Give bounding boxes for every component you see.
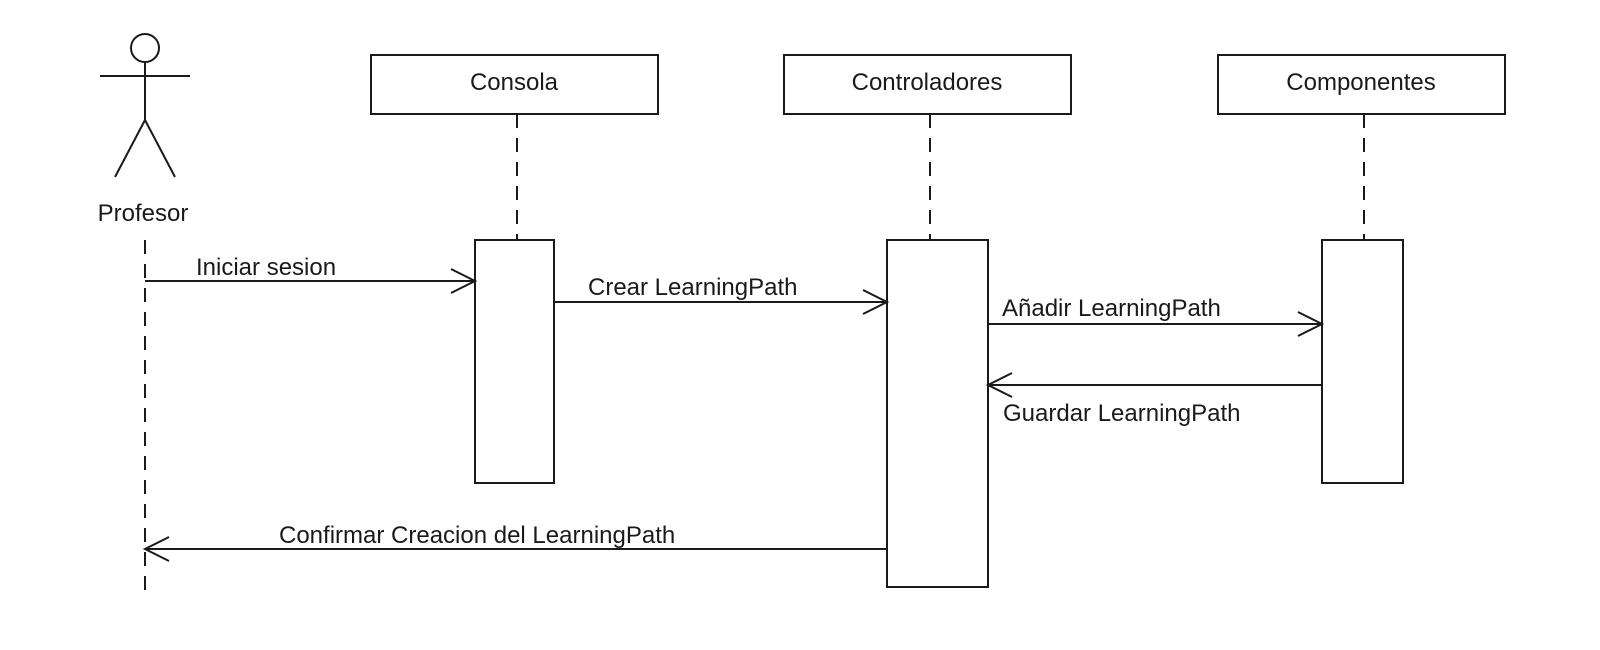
actor-label: Profesor xyxy=(98,200,189,227)
participant-label: Controladores xyxy=(852,69,1003,96)
actor-profesor: Profesor xyxy=(98,33,190,600)
activation-bar-componentes xyxy=(1321,239,1404,484)
message-label: Crear LearningPath xyxy=(588,274,797,301)
stick-figure-icon xyxy=(100,33,190,178)
participant-box xyxy=(783,54,1072,115)
arrowhead-left-icon xyxy=(985,372,1013,398)
message-label: Guardar LearningPath xyxy=(1003,400,1241,427)
activation-bar-controladores xyxy=(886,239,989,588)
participant-consola: Consola xyxy=(370,54,659,484)
message-label: Iniciar sesion xyxy=(196,254,336,281)
message-label: Confirmar Creacion del LearningPath xyxy=(279,522,675,549)
message-confirmar-creacion: Confirmar Creacion del LearningPath xyxy=(142,522,887,562)
arrowhead-right-icon xyxy=(450,268,478,294)
message-iniciar-sesion: Iniciar sesion xyxy=(145,254,478,294)
arrowhead-left-icon xyxy=(142,536,170,562)
participant-box xyxy=(1217,54,1506,115)
activation-bar-consola xyxy=(474,239,555,484)
participant-label: Consola xyxy=(470,69,559,96)
message-crear-learningpath: Crear LearningPath xyxy=(554,274,890,315)
arrowhead-right-icon xyxy=(1297,311,1325,337)
arrowhead-right-icon xyxy=(862,289,890,315)
participant-box xyxy=(370,54,659,115)
message-anadir-learningpath: Añadir LearningPath xyxy=(988,295,1325,337)
participant-controladores: Controladores xyxy=(783,54,1072,588)
participant-componentes: Componentes xyxy=(1217,54,1506,484)
message-label: Añadir LearningPath xyxy=(1002,295,1221,322)
message-guardar-learningpath: Guardar LearningPath xyxy=(985,372,1322,427)
participant-label: Componentes xyxy=(1286,69,1435,96)
